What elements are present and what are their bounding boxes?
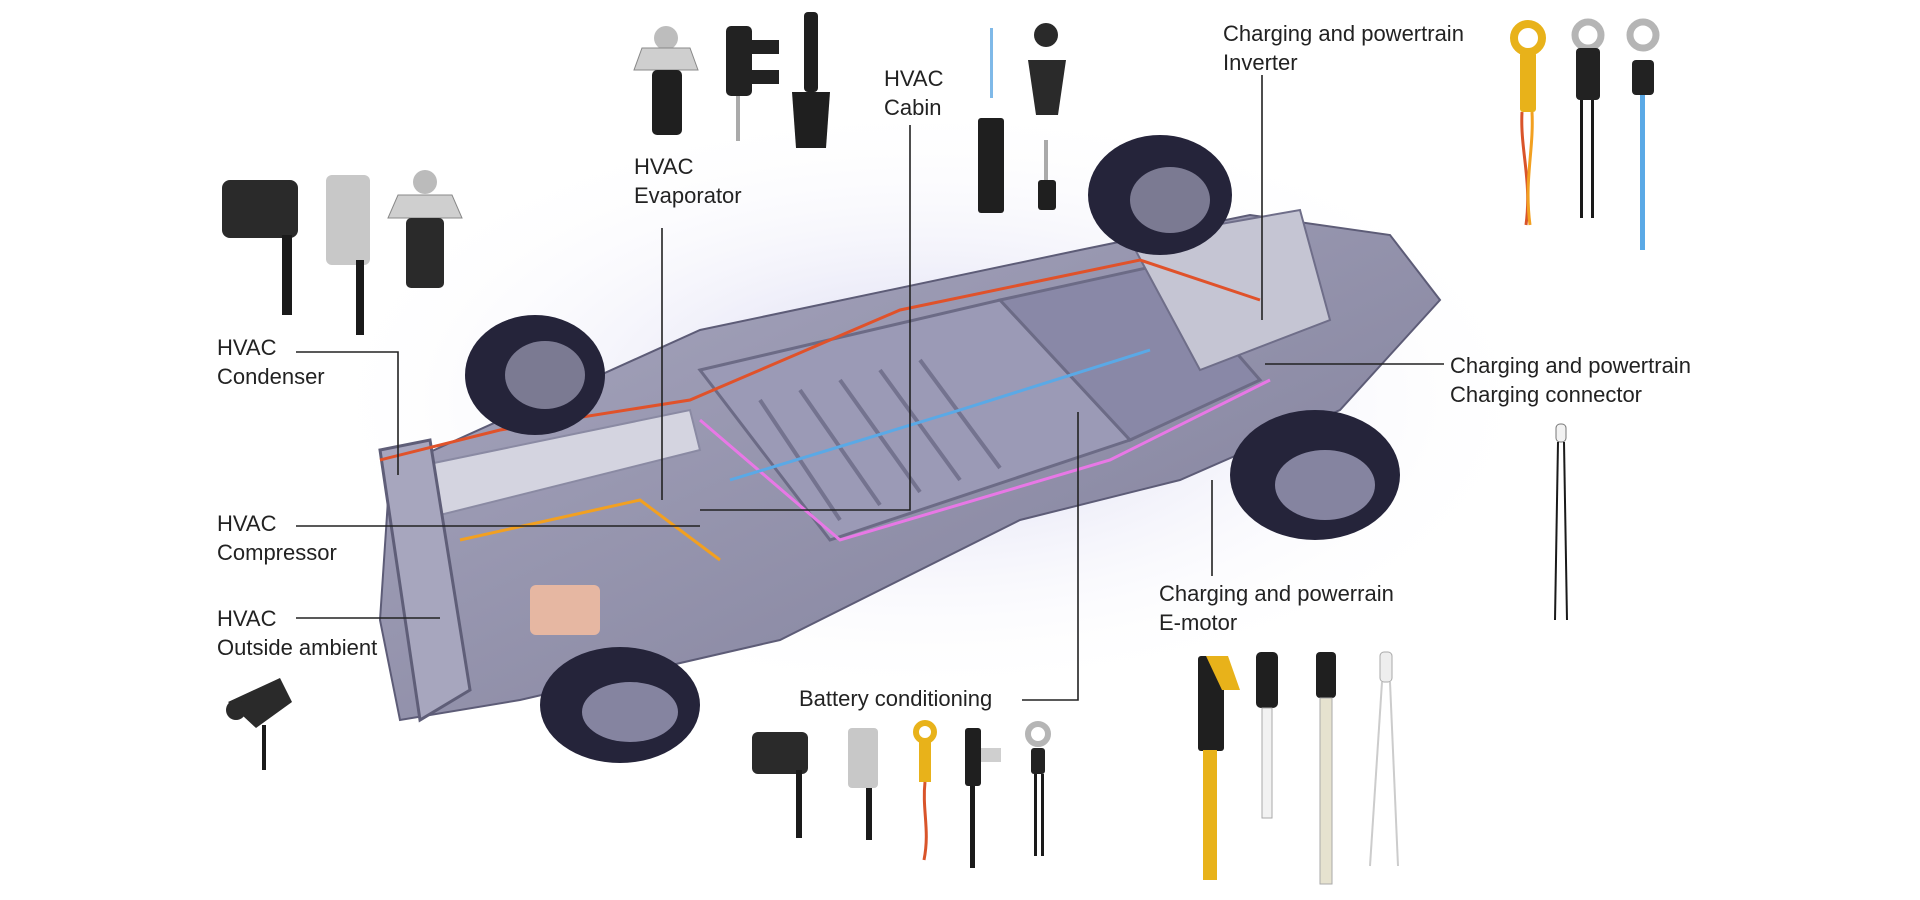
wiring-harness [379, 258, 1271, 562]
label-line: HVAC [217, 606, 277, 631]
wheel-rear-right [1230, 410, 1400, 540]
label-line: Compressor [217, 540, 337, 565]
label-line: Cabin [884, 95, 942, 120]
label-line: Evaporator [634, 183, 742, 208]
label-line: Outside ambient [217, 635, 378, 660]
battery-pack [697, 263, 1263, 542]
label-line: HVAC [217, 511, 277, 536]
radiator [378, 438, 472, 723]
rear-subframe [1128, 208, 1332, 372]
label-charging-connector: Charging and powertrain Charging connect… [1450, 351, 1691, 409]
label-hvac-evaporator: HVAC Evaporator [634, 152, 742, 210]
label-line: Charging and powertrain [1223, 21, 1464, 46]
wheel-front-right [540, 647, 700, 763]
front-crossmember [398, 408, 702, 522]
charging-connector-sensor [1554, 423, 1568, 621]
e-motor-sensors [1198, 651, 1399, 885]
evaporator-sensors [633, 12, 830, 148]
front-bracket [530, 585, 600, 635]
cabin-sensors [978, 23, 1066, 213]
floor-pan [378, 213, 1442, 722]
label-line: HVAC [217, 335, 277, 360]
label-line: HVAC [884, 66, 944, 91]
wheel-rear-left [1088, 135, 1232, 255]
label-hvac-cabin: HVAC Cabin [884, 64, 944, 122]
floor-ribs [758, 358, 1002, 522]
label-line: Inverter [1223, 50, 1298, 75]
label-e-motor: Charging and powerrain E-motor [1159, 579, 1394, 637]
label-line: Condenser [217, 364, 325, 389]
label-battery-conditioning: Battery conditioning [799, 684, 992, 713]
label-hvac-outside-ambient: HVAC Outside ambient [217, 604, 377, 662]
label-line: Charging connector [1450, 382, 1643, 407]
label-inverter: Charging and powertrain Inverter [1223, 19, 1464, 77]
leader-battery-conditioning [1022, 412, 1079, 701]
label-hvac-compressor: HVAC Compressor [217, 509, 337, 567]
wheel-front-left [465, 315, 605, 435]
label-line: E-motor [1159, 610, 1238, 635]
label-hvac-condenser: HVAC Condenser [217, 333, 325, 391]
label-line: Charging and powertrain [1450, 353, 1691, 378]
inverter-sensors [1510, 18, 1660, 250]
label-line: Battery conditioning [799, 686, 993, 711]
battery-conditioning-sensors [752, 720, 1051, 868]
label-line: Charging and powerrain [1159, 581, 1394, 606]
outside-ambient-sensor [226, 678, 292, 770]
label-line: HVAC [634, 154, 694, 179]
condenser-sensors [222, 170, 463, 335]
